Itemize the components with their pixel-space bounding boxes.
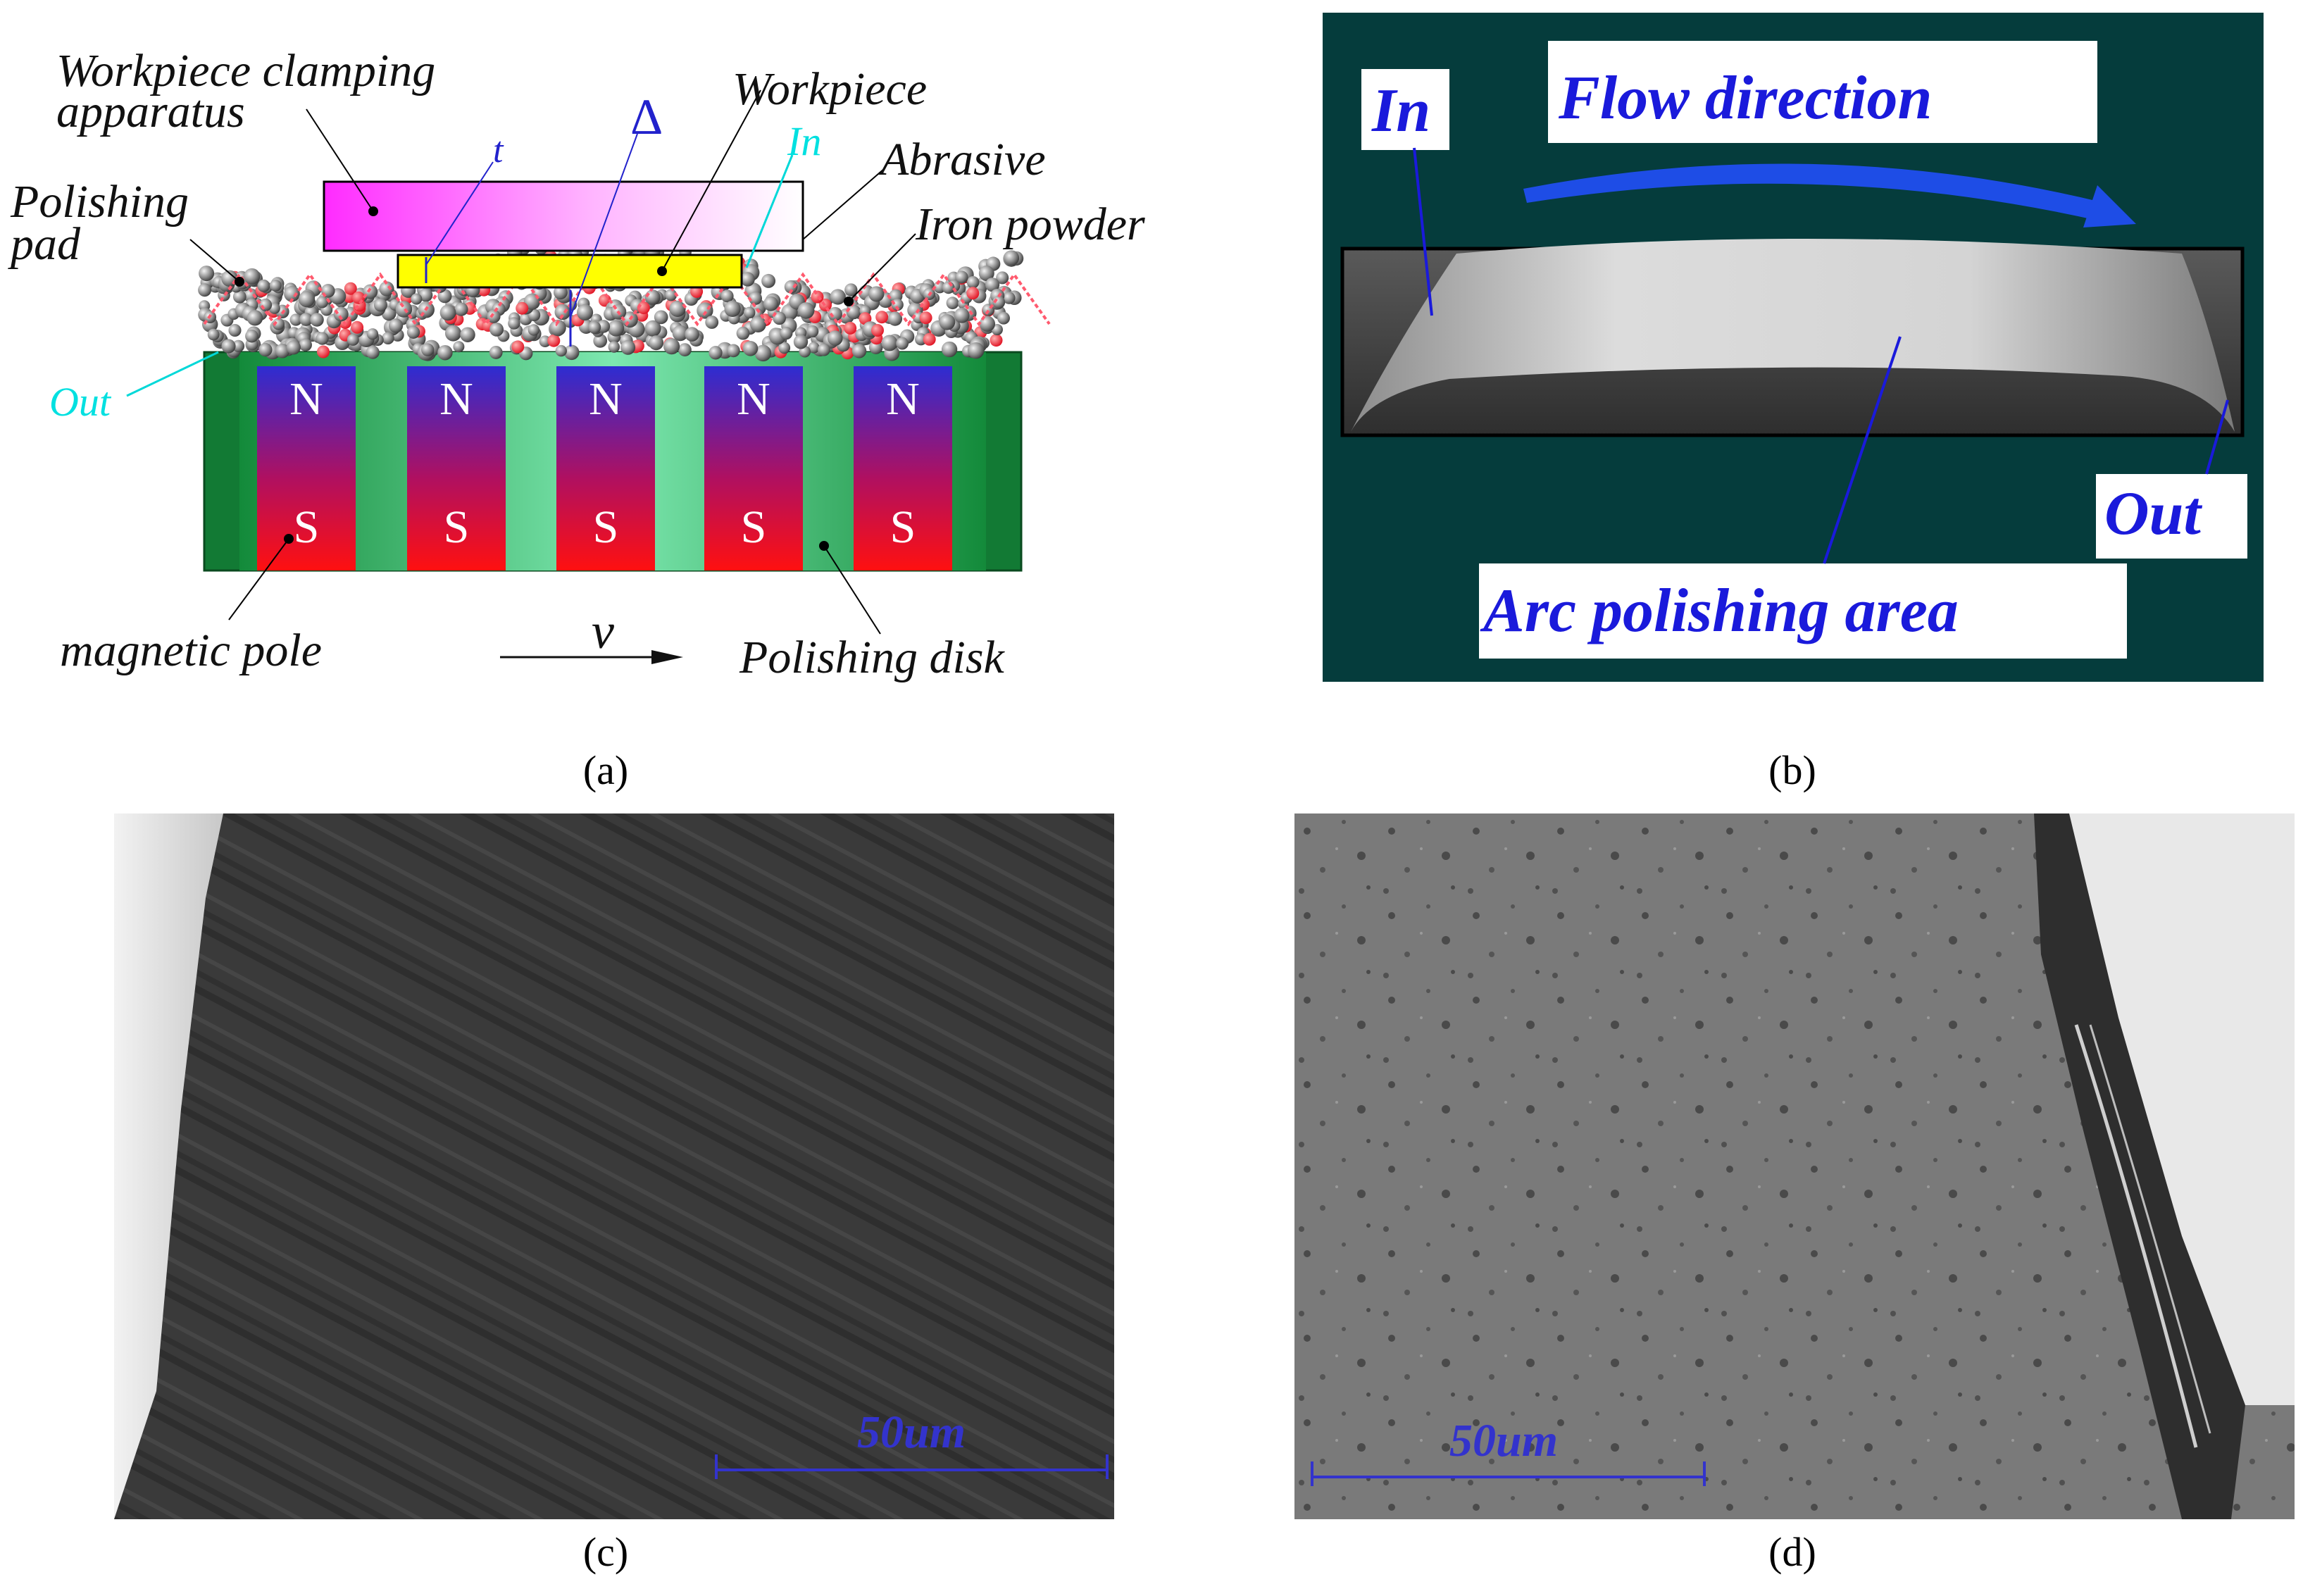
workpiece-label: Workpiece — [732, 63, 927, 115]
velocity-label: v — [592, 603, 614, 659]
north-pole-label: N — [289, 373, 323, 425]
magnet-pole-1 — [257, 366, 356, 571]
panel-b-photo: In Flow direction Out Arc polishing area — [1323, 13, 2264, 682]
caption-c: (c) — [582, 1529, 629, 1575]
in-label: In — [1371, 77, 1430, 145]
south-pole-label: S — [294, 501, 320, 553]
panel-c-sem-image: 50um — [114, 813, 1114, 1519]
caption-b: (b) — [1768, 747, 1816, 793]
north-pole-label: N — [886, 373, 920, 425]
out-label: Out — [2104, 480, 2202, 548]
south-pole-label: S — [593, 501, 619, 553]
panel-d-sem-image: 50um — [1294, 813, 2295, 1519]
flow-direction-label: Flow direction — [1558, 64, 1933, 132]
scale-bar-label: 50um — [857, 1407, 966, 1458]
velocity-arrow-head — [651, 650, 683, 664]
arc-polishing-area-label: Arc polishing area — [1480, 577, 1959, 645]
panel-a-schematic: N S N S N S N S N S t Δ In Out Workpiece clamping… — [8, 45, 1145, 683]
flow-direction-arrow — [1523, 163, 2104, 220]
arc-polishing-area — [1351, 239, 2235, 432]
north-pole-label: N — [589, 373, 623, 425]
clamping-apparatus-label-2: apparatus — [56, 86, 245, 137]
south-pole-label: S — [890, 501, 916, 553]
magnet-pole-4 — [704, 366, 803, 571]
polishing-disk-label: Polishing disk — [739, 632, 1006, 683]
north-pole-label: N — [737, 373, 770, 425]
polishing-pad-label-1: Polishing — [10, 176, 189, 227]
south-pole-label: S — [741, 501, 767, 553]
in-label: In — [787, 118, 821, 164]
iron-powder-label: Iron powder — [915, 199, 1145, 250]
magnet-pole-3 — [556, 366, 655, 571]
workpiece-clamping-apparatus — [323, 180, 804, 252]
north-pole-label: N — [439, 373, 473, 425]
magnet-pole-2 — [407, 366, 506, 571]
polishing-pad-label-2: pad — [8, 218, 81, 270]
clamping-apparatus-label-1: Workpiece clamping — [56, 45, 435, 96]
magnetic-pole-label: magnetic pole — [60, 625, 322, 676]
caption-a: (a) — [582, 747, 629, 793]
abrasive-label: Abrasive — [878, 134, 1046, 185]
thickness-label: t — [493, 130, 504, 170]
out-label: Out — [49, 379, 112, 425]
south-pole-label: S — [444, 501, 470, 553]
magnetic-poles: N S N S N S N S N S — [257, 366, 952, 571]
gap-delta-label: Δ — [630, 89, 663, 145]
workpiece — [397, 254, 743, 289]
magnet-pole-5 — [854, 366, 952, 571]
scale-bar-label: 50um — [1449, 1415, 1558, 1466]
caption-d: (d) — [1768, 1529, 1816, 1575]
